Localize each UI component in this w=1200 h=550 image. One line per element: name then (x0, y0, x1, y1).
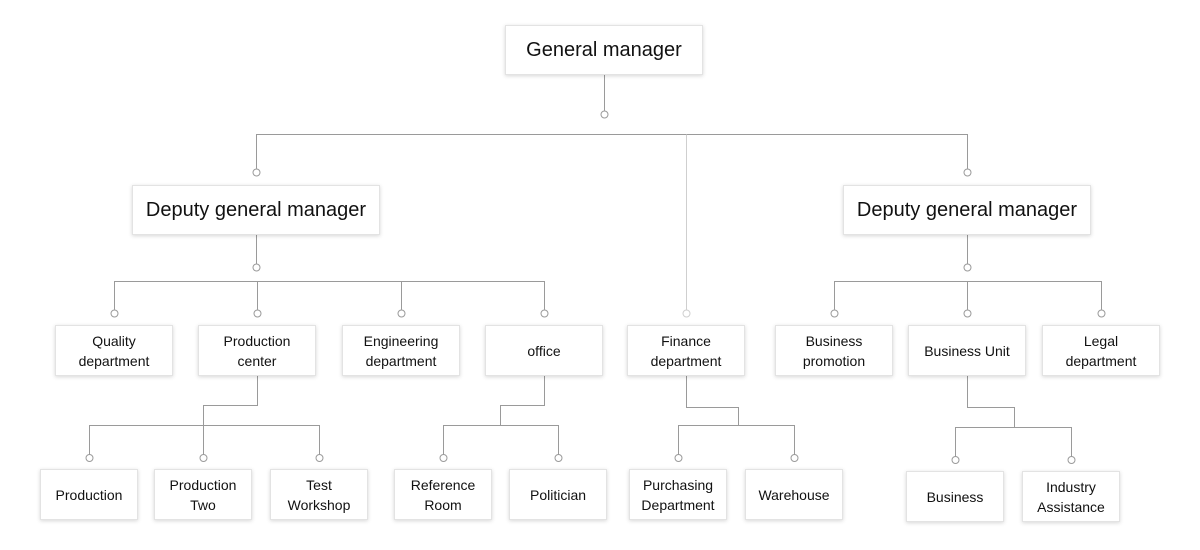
node-label-line: Finance (661, 332, 711, 349)
node-label-line: Quality (92, 332, 136, 349)
node-label-line: General manager (526, 38, 682, 61)
connector-dot (682, 309, 691, 318)
connector-dot (439, 454, 448, 462)
node-label-line: Legal (1083, 332, 1119, 349)
connector-elbow-business_unit (967, 376, 1015, 428)
connector-bus-business_unit (955, 427, 1072, 457)
node-label-line: Business Unit (924, 342, 1010, 359)
node-label-line: Workshop (287, 496, 351, 513)
node-production: Production (40, 469, 138, 520)
connector-dot (252, 168, 261, 177)
node-label-line: department (78, 352, 150, 369)
connector-elbow-production_center (203, 376, 258, 426)
connector-dot (951, 456, 960, 464)
node-label-line: Deputy general manager (145, 198, 367, 221)
node-label-line: Engineering (363, 332, 439, 349)
connector-dot (600, 110, 609, 119)
node-general-manager: General manager (505, 25, 703, 75)
node-label-line: Reference (410, 476, 476, 493)
node-label-line: Business (805, 332, 863, 349)
node-label-line: Purchasing (642, 476, 714, 493)
node-label-line: Room (424, 496, 462, 513)
node-label-line: Warehouse (758, 486, 830, 503)
connector-dot (110, 309, 119, 318)
node-production-center: Production center (198, 325, 316, 376)
node-label-line: Industry (1046, 478, 1096, 495)
node-business: Business (906, 471, 1004, 522)
node-engineering-department: Engineering department (342, 325, 460, 376)
node-deputy-general-manager-left: Deputy general manager (132, 185, 380, 235)
connector-dot (253, 309, 262, 318)
connector-dot (1067, 456, 1076, 464)
connector-dot (790, 454, 799, 462)
node-label-line: Assistance (1037, 498, 1105, 515)
connector-bus-finance (678, 425, 795, 455)
node-label-line: center (237, 352, 277, 369)
node-quality-department: Quality department (55, 325, 173, 376)
node-label-line: office (527, 342, 561, 359)
connector-dot (963, 309, 972, 318)
node-business-promotion: Business promotion (775, 325, 893, 376)
node-warehouse: Warehouse (745, 469, 843, 520)
node-label-line: Business (926, 488, 984, 505)
connector-dot (674, 454, 683, 462)
connector-bus-production_center (89, 425, 320, 455)
node-label-line: Production (55, 486, 123, 503)
node-label-line: department (1065, 352, 1137, 369)
connector-dot (963, 263, 972, 272)
node-politician: Politician (509, 469, 607, 520)
node-label-line: Test (306, 476, 332, 493)
connector-dot (315, 454, 324, 462)
connector-elbow-finance (686, 376, 739, 426)
connector-bus-office (443, 425, 559, 455)
node-label-line: department (365, 352, 437, 369)
connector-dot (554, 454, 563, 462)
node-office: office (485, 325, 603, 376)
connector-dot (397, 309, 406, 318)
node-label-line: Politician (529, 486, 587, 503)
node-label-line: department (650, 352, 722, 369)
node-legal-department: Legal department (1042, 325, 1160, 376)
node-deputy-general-manager-right: Deputy general manager (843, 185, 1091, 235)
node-label-line: promotion (802, 352, 866, 369)
node-label-line: Production (169, 476, 237, 493)
connector-dot (540, 309, 549, 318)
connector-elbow-office (500, 376, 545, 426)
connector-root-bus (256, 134, 968, 169)
connector-dot (830, 309, 839, 318)
node-label-line: Department (641, 496, 715, 513)
connector-dot (85, 454, 94, 462)
connector-bus-dgm_left (114, 281, 545, 310)
connector-dot (199, 454, 208, 462)
node-label-line: Two (190, 496, 216, 513)
connector-dot (963, 168, 972, 177)
node-finance-department: Finance department (627, 325, 745, 376)
connector-dot (1097, 309, 1106, 318)
node-label-line: Deputy general manager (856, 198, 1078, 221)
node-business-unit: Business Unit (908, 325, 1026, 376)
node-label-line: Production (223, 332, 291, 349)
connector-dot (252, 263, 261, 272)
